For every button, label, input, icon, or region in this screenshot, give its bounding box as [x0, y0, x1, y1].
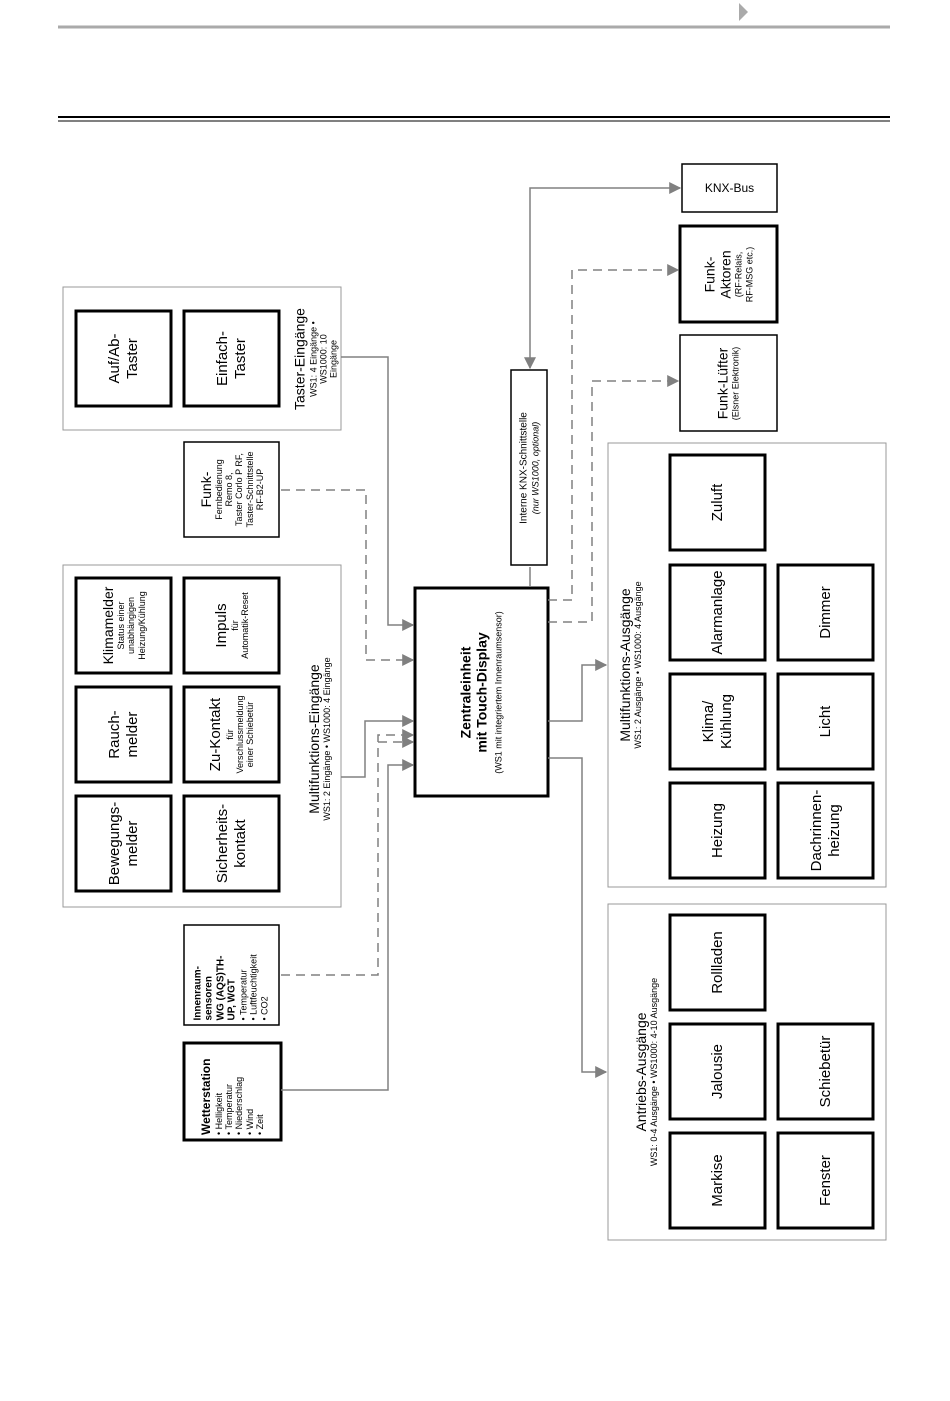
- label-rollladen: Rollladen: [708, 931, 726, 994]
- wetter-item: • Helligkeit: [213, 1092, 224, 1135]
- label-klimamelder: Klimamelder Status einer unabhängigen He…: [76, 578, 171, 673]
- zu-kontakt-title: Zu-Kontakt: [207, 697, 225, 772]
- wetter-title: Wetterstation: [198, 1058, 213, 1135]
- multi-in-group-title: Multifunktions-Eingänge: [305, 664, 322, 814]
- label-zentraleinheit: Zentraleinheit mit Touch-Display (WS1 mi…: [415, 589, 548, 797]
- antrieb-group-title: Antriebs-Ausgänge: [632, 1012, 649, 1132]
- wetter-item: • Temperatur: [223, 1083, 234, 1135]
- klimamelder-detail: Status einer unabhängigen Heizung/Kühlun…: [116, 591, 147, 660]
- innenraum-item: • CO2: [259, 996, 270, 1021]
- interne-knx-title: Interne KNX-Schnittstelle: [518, 412, 530, 524]
- group-frame-multi-in: [62, 564, 342, 908]
- label-rauchmelder: Rauch- melder: [106, 710, 141, 759]
- wetter-item: • Wind: [244, 1108, 255, 1135]
- label-funk-fernbedienung: Funk- Fernbedienung Remo 8, Taster Corlo…: [184, 442, 279, 537]
- label-multi-out-group: Multifunktions-Ausgänge WS1: 2 Ausgänge …: [605, 475, 655, 855]
- innenraum-title: Innenraum- sensoren WG (AQS)TH- UP, WGT: [192, 955, 238, 1021]
- label-taster-group: Taster-Eingänge WS1: 4 Eingänge • WS1000…: [291, 288, 339, 431]
- label-klima-kuehlung: Klima/ Kühlung: [700, 693, 735, 750]
- label-multi-in-group: Multifunktions-Eingänge WS1: 2 Eingänge …: [294, 568, 344, 910]
- dashed-connectors: [281, 264, 680, 976]
- label-licht: Licht: [816, 705, 834, 738]
- wetter-item: • Zeit: [254, 1114, 265, 1135]
- impuls-title: Impuls: [212, 603, 230, 648]
- label-dachrinnenheizung: Dachrinnen- heizung: [808, 789, 843, 872]
- zu-kontakt-detail: für Verschlussmeldung einer Schiebetür: [224, 695, 256, 774]
- innenraum-item: • Temperatur: [238, 969, 249, 1021]
- wetter-item: • Niederschlag: [234, 1076, 245, 1135]
- label-bewegungsmelder: Bewegungs- melder: [106, 801, 141, 886]
- zentral-title: Zentraleinheit mit Touch-Display: [457, 632, 490, 753]
- label-zuluft: Zuluft: [708, 483, 726, 522]
- label-einfach-taster: Einfach- Taster: [214, 330, 249, 387]
- label-impuls: Impuls für Automatik-Reset: [184, 578, 279, 673]
- label-interne-knx: Interne KNX-Schnittstelle (nur WS1000, o…: [512, 371, 548, 566]
- label-antrieb-group: Antriebs-Ausgänge WS1: 0-4 Ausgänge • WS…: [621, 904, 671, 1240]
- label-schiebetuer: Schiebetür: [816, 1035, 834, 1108]
- label-alarmanlage: Alarmanlage: [708, 570, 726, 655]
- label-funk-luefter: Funk-Lüfter (Elsner Elektronik): [680, 336, 777, 432]
- label-fenster: Fenster: [816, 1155, 834, 1206]
- multi-in-group-subtitle: WS1: 2 Eingänge • WS1000: 4 Eingänge: [321, 657, 332, 821]
- label-sicherheitskontakt: Sicherheits- kontakt: [214, 803, 249, 884]
- zentral-detail: (WS1 mit integriertem Innenraumsensor): [493, 611, 504, 774]
- multi-out-group-title: Multifunktions-Ausgänge: [616, 588, 633, 742]
- label-markise: Markise: [708, 1154, 726, 1207]
- taster-group-title: Taster-Eingänge: [291, 308, 308, 410]
- group-frame-taster: [62, 286, 342, 431]
- label-wetterstation: Wetterstation • Helligkeit • Temperatur …: [184, 1043, 281, 1140]
- chevron-right-icon: [739, 3, 748, 21]
- klimamelder-title: Klimamelder: [99, 586, 116, 665]
- label-funk-aktoren: Funk- Aktoren (RF-Relais, RF-MSG etc.): [680, 227, 777, 323]
- antrieb-group-subtitle: WS1: 0-4 Ausgänge • WS1000: 4-10 Ausgäng…: [648, 977, 659, 1167]
- label-auf-ab-taster: Auf/Ab- Taster: [106, 333, 141, 384]
- multi-out-group-subtitle: WS1: 2 Ausgänge • WS1000: 4 Ausgänge: [632, 581, 643, 749]
- funk-luefter-title: Funk-Lüfter: [714, 347, 731, 420]
- boxes: [74, 163, 875, 1230]
- label-zu-kontakt: Zu-Kontakt für Verschlussmeldung einer S…: [184, 687, 279, 782]
- label-knx-bus: KNX-Bus: [704, 181, 755, 195]
- wetter-items: • Helligkeit • Temperatur • Niederschlag…: [214, 1077, 266, 1135]
- innenraum-item: • Luftfeuchtigkeit: [248, 954, 259, 1021]
- funk-aktoren-title: Funk- Aktoren: [701, 250, 734, 299]
- label-heizung: Heizung: [708, 802, 726, 859]
- label-jalousie: Jalousie: [708, 1043, 726, 1100]
- label-dimmer: Dimmer: [816, 586, 834, 639]
- taster-group-subtitle: WS1: 4 Eingänge • WS1000: 10 Eingänge: [308, 321, 339, 397]
- solid-connectors: [281, 182, 682, 1091]
- impuls-detail: für Automatik-Reset: [229, 592, 251, 659]
- group-frame-antrieb: [607, 903, 887, 1241]
- group-frame-multi-out: [607, 442, 887, 888]
- funk-luefter-detail: (Elsner Elektronik): [730, 346, 741, 421]
- funk-fern-detail: Fernbedienung Remo 8, Taster Corlo P RF,…: [213, 451, 266, 528]
- innenraum-items: • Temperatur • Luftfeuchtigkeit • CO2: [238, 954, 269, 1020]
- interne-knx-detail: (nur WS1000, optional): [530, 421, 541, 515]
- label-innenraumsensoren: Innenraum- sensoren WG (AQS)TH- UP, WGT …: [184, 925, 279, 1025]
- funk-fern-title: Funk-: [197, 471, 214, 508]
- funk-aktoren-detail: (RF-Relais, RF-MSG etc.): [733, 246, 755, 303]
